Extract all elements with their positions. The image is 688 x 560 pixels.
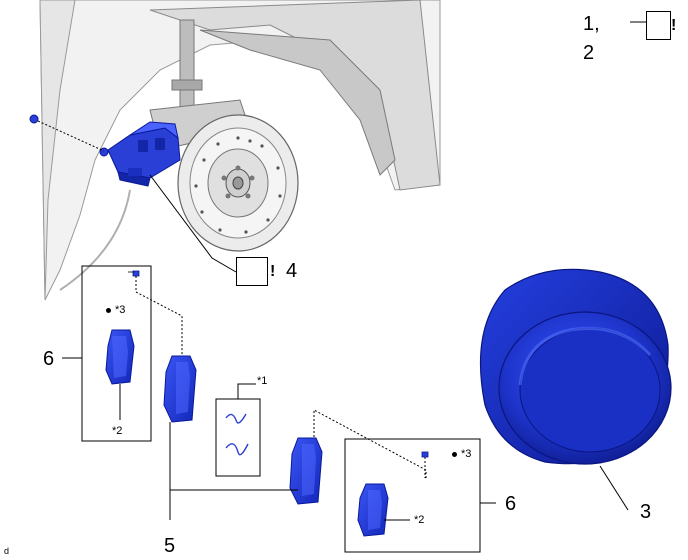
left-pad-kit	[62, 265, 152, 442]
note-star2-right: *2	[414, 514, 425, 526]
caliper-callout-box	[236, 257, 268, 286]
clip-set	[215, 383, 261, 477]
caliper-bolt	[29, 114, 105, 152]
note-dot-right	[452, 452, 457, 457]
outer-brake-pad	[289, 437, 323, 505]
inner-brake-pad	[163, 355, 197, 423]
header-callout-box	[646, 11, 671, 40]
brake-caliper	[99, 121, 181, 187]
step-2-label: 2	[583, 42, 595, 64]
note-star2-left: *2	[112, 425, 123, 437]
note-dot-left	[106, 308, 111, 313]
caliper-excl-mark: !	[270, 263, 276, 280]
brake-disc	[177, 114, 299, 252]
left-kit-label: 6	[43, 348, 55, 370]
right-dash-line	[313, 409, 427, 478]
caliper-step-label: 4	[286, 260, 298, 282]
pad-leader-line	[169, 422, 298, 491]
pads-label: 5	[164, 535, 176, 557]
note-star1: *1	[257, 375, 268, 387]
caliper-leader-line	[149, 174, 237, 273]
note-star3-left: *3	[115, 304, 126, 316]
left-dash-line	[135, 291, 183, 356]
wheel-tire	[479, 268, 672, 511]
step-1-label: 1,	[583, 13, 600, 35]
figure-code: d	[4, 546, 10, 556]
right-pad-kit	[344, 438, 496, 553]
note-star3-right: *3	[461, 448, 472, 460]
right-kit-label: 6	[505, 493, 517, 515]
wheel-label: 3	[640, 501, 652, 523]
header-excl-mark: !	[671, 17, 677, 34]
